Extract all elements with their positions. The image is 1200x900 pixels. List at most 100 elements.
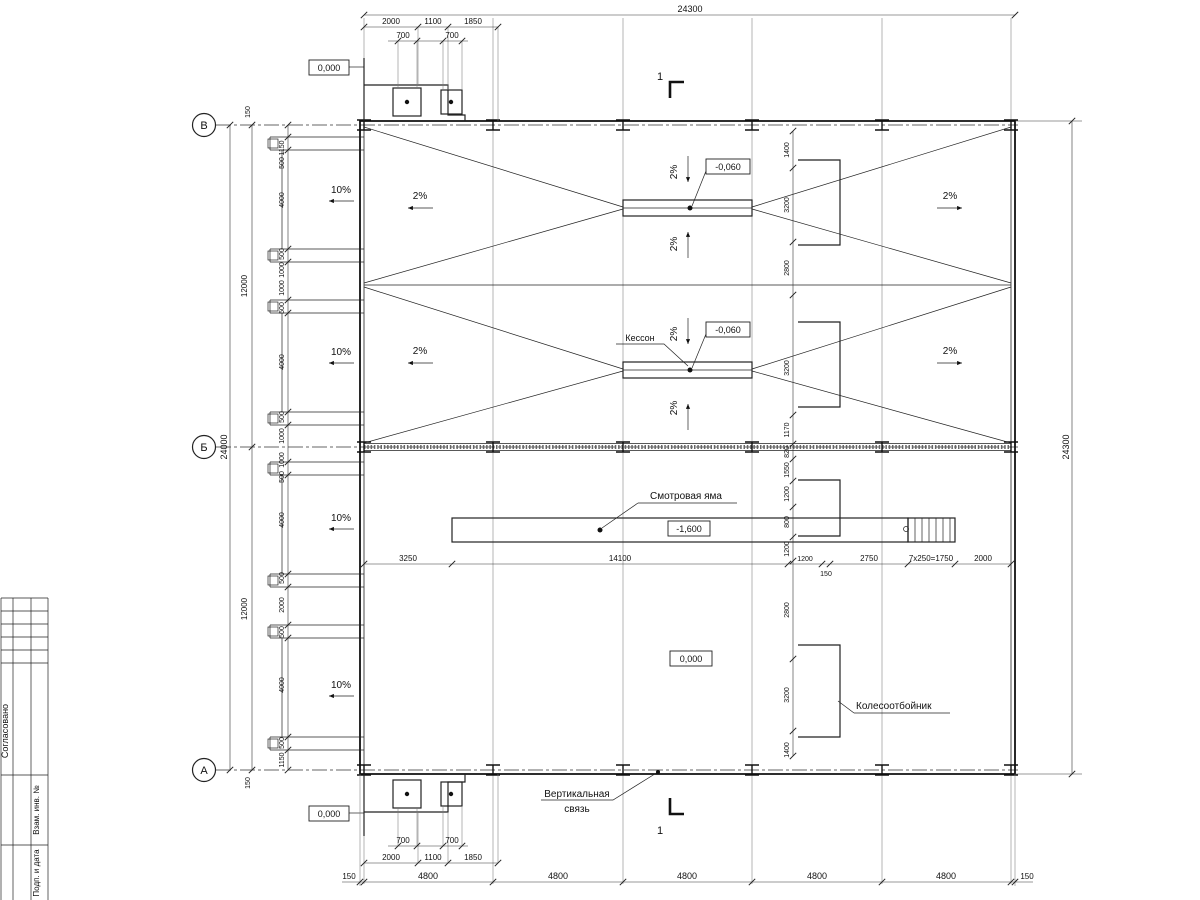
section-marks: 1 1 bbox=[657, 71, 684, 837]
slope-2-ch1-below: 2% bbox=[669, 237, 680, 252]
dimension-lines bbox=[226, 11, 1082, 886]
elevation-zero-top: 0,000 bbox=[318, 63, 341, 73]
section-mark-bottom: 1 bbox=[657, 825, 663, 837]
dim-bottom-2000: 2000 bbox=[382, 853, 400, 862]
dim-top-1850: 1850 bbox=[464, 17, 482, 26]
dim-bottom-4800-5: 4800 bbox=[936, 871, 956, 881]
dim-top-700b: 700 bbox=[445, 31, 459, 40]
dim-pit-2000: 2000 bbox=[974, 554, 992, 563]
ramps bbox=[267, 136, 364, 751]
dim-bottom-700a: 700 bbox=[396, 836, 410, 845]
dim-right-inner-12: 1400 bbox=[784, 742, 791, 758]
dim-left-chain-16: 4000 bbox=[279, 677, 286, 693]
wheel-guard-label: Колесоотбойник bbox=[856, 700, 932, 712]
slope-2-right-2: 2% bbox=[943, 346, 958, 357]
dim-left-12000a: 12000 bbox=[240, 274, 249, 297]
dimension-texts-bottom: 700 700 2000 1100 1850 150 4800 4800 480… bbox=[342, 836, 1034, 881]
slope-lines bbox=[363, 126, 1012, 444]
dim-left-chain-1: 500 bbox=[279, 157, 286, 169]
dim-left-chain-3: 500 bbox=[279, 248, 286, 260]
slope-2-ch1-above: 2% bbox=[669, 165, 680, 180]
section-mark-top: 1 bbox=[657, 71, 663, 83]
dim-top-overall: 24300 bbox=[677, 4, 702, 14]
drain-channel-1: -0,060 bbox=[622, 158, 753, 217]
dim-right-inner-11: 3200 bbox=[784, 687, 791, 703]
dim-left-chain-8: 500 bbox=[279, 411, 286, 423]
dim-left-150-top: 150 bbox=[245, 106, 252, 118]
titleblock-podp: Подп. и дата bbox=[32, 849, 41, 897]
dim-left-24000: 24000 bbox=[219, 434, 229, 459]
dim-right-inner-0: 1400 bbox=[784, 142, 791, 158]
dim-right-inner-4: 1170 bbox=[784, 422, 791, 437]
dim-right-inner-1: 3200 bbox=[784, 197, 791, 213]
dim-left-chain-4: 1000 bbox=[279, 262, 286, 278]
dimension-texts-pit: 3250 14100 1200 150 2750 7х250=1750 2000 bbox=[399, 554, 992, 578]
wheel-stops: Колесоотбойник bbox=[798, 159, 950, 738]
plan-walls bbox=[359, 120, 1016, 775]
dim-left-chain-13: 500 bbox=[279, 572, 286, 584]
dim-bottom-1850: 1850 bbox=[464, 853, 482, 862]
drain-channel-2: -0,060 Кессон bbox=[616, 321, 753, 379]
titleblock-vzam: Взам. инв. № bbox=[32, 785, 41, 835]
dim-left-chain-7: 4000 bbox=[279, 354, 286, 370]
slope-10-3: 10% bbox=[331, 513, 351, 524]
bottom-anchor-detail bbox=[359, 774, 1016, 886]
slope-2-ch2-above: 2% bbox=[669, 327, 680, 342]
dim-left-12000b: 12000 bbox=[240, 597, 249, 620]
elevation-zero-center: 0,000 bbox=[680, 654, 703, 664]
dimension-texts-top: 24300 2000 1100 1850 700 700 bbox=[382, 4, 702, 40]
dim-left-chain-6: 500 bbox=[279, 302, 286, 314]
dim-pit-1200: 1200 bbox=[797, 556, 813, 563]
slope-2-left-2: 2% bbox=[413, 346, 428, 357]
elevation-zero-bottom: 0,000 bbox=[318, 809, 341, 819]
vertical-brace-line2: связь bbox=[564, 804, 589, 815]
kesson-label: Кессон bbox=[625, 333, 654, 343]
dimension-texts-right: 24300 1400 3200 2800 3200 1170 820 1550 … bbox=[784, 142, 1071, 758]
dim-pit-2750: 2750 bbox=[860, 554, 878, 563]
slope-2-left-1: 2% bbox=[413, 191, 428, 202]
dim-left-chain-9: 1000 bbox=[279, 428, 286, 444]
dim-bottom-150l: 150 bbox=[342, 872, 356, 881]
dim-top-700a: 700 bbox=[396, 31, 410, 40]
slope-10-1: 10% bbox=[331, 185, 351, 196]
dim-pit-3250: 3250 bbox=[399, 554, 417, 563]
vertical-brace-callout: Вертикальная связь bbox=[541, 770, 660, 815]
title-block: Согласовано Взам. инв. № Подп. и дата bbox=[0, 597, 49, 900]
dim-top-2000: 2000 bbox=[382, 17, 400, 26]
axis-label-v: В bbox=[200, 120, 207, 132]
dim-bottom-4800-4: 4800 bbox=[807, 871, 827, 881]
dim-right-inner-8: 800 bbox=[784, 516, 791, 528]
pit-label: Смотровая яма bbox=[650, 491, 722, 502]
dim-left-chain-12: 4000 bbox=[279, 512, 286, 528]
dim-right-inner-10: 2800 bbox=[784, 602, 791, 618]
dim-bottom-700b: 700 bbox=[445, 836, 459, 845]
slope-2-right-1: 2% bbox=[943, 191, 958, 202]
dim-bottom-4800-3: 4800 bbox=[677, 871, 697, 881]
dim-left-chain-15: 500 bbox=[279, 626, 286, 638]
dim-left-chain-2: 4000 bbox=[279, 192, 286, 208]
dim-right-inner-7: 1200 bbox=[784, 486, 791, 502]
slope-10-2: 10% bbox=[331, 347, 351, 358]
dim-bottom-150r: 150 bbox=[1020, 872, 1034, 881]
zero-marks: 0,000 0,000 0,000 bbox=[308, 59, 713, 822]
dim-bottom-4800-1: 4800 bbox=[418, 871, 438, 881]
slope-annotations: 10% 10% 10% 10% 2% 2% 2% 2% 2% 2% 2% 2% bbox=[329, 156, 962, 699]
dim-pit-14100: 14100 bbox=[609, 554, 632, 563]
dim-left-150-bottom: 150 bbox=[245, 777, 252, 789]
dim-left-chain-18: 1150 bbox=[279, 752, 286, 767]
inspection-pit: Смотровая яма -1,600 bbox=[451, 491, 956, 543]
top-anchor-detail bbox=[363, 27, 499, 121]
dim-left-chain-5: 1000 bbox=[279, 280, 286, 296]
axis-label-a: А bbox=[200, 765, 208, 777]
dim-left-chain-11: 500 bbox=[279, 471, 286, 483]
slope-10-4: 10% bbox=[331, 680, 351, 691]
dim-right-inner-2: 2800 bbox=[784, 260, 791, 276]
dim-right-inner-3: 3200 bbox=[784, 360, 791, 376]
dim-left-chain-17: 500 bbox=[279, 737, 286, 749]
dim-right-inner-9: 1200 bbox=[784, 541, 791, 557]
dim-top-1100: 1100 bbox=[424, 17, 442, 26]
elevation-minus060-1: -0,060 bbox=[715, 162, 741, 172]
grid-lines bbox=[216, 18, 1018, 884]
dim-pit-150: 150 bbox=[820, 571, 832, 578]
dim-right-inner-5: 820 bbox=[784, 446, 791, 458]
